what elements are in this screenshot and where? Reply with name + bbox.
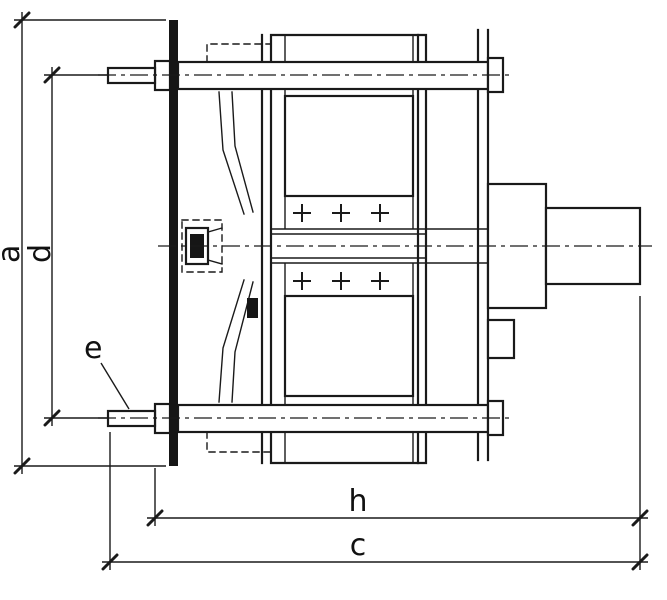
mounting-plate (169, 20, 178, 466)
motor-outline (269, 33, 428, 465)
blade-upper-back (231, 91, 254, 213)
dim-d-ticks (43, 66, 61, 427)
dimension-c: c (101, 432, 649, 571)
shaft (544, 206, 642, 286)
impeller-hidden-top (206, 43, 272, 63)
dim-label-d: d (23, 244, 58, 263)
rotor-shaft-lines (270, 228, 489, 264)
dim-c-ticks (101, 553, 649, 571)
dim-label-h: h (348, 484, 367, 519)
impeller (184, 91, 258, 403)
stator-block-lower (283, 294, 415, 398)
centerlines (98, 74, 652, 419)
leader-line-e (100, 362, 130, 410)
motor-housing (260, 33, 428, 465)
dim-d-extension-lines (44, 74, 108, 419)
dimension-h: h (146, 296, 649, 570)
dim-h-ticks (146, 509, 649, 527)
stator-block-upper (283, 94, 415, 198)
dim-a-extension-lines (14, 19, 166, 467)
dim-label-a: a (0, 245, 27, 263)
rotor-gap-lines (284, 195, 414, 297)
dim-label-c: c (350, 528, 367, 563)
motor-face-fitting (247, 298, 258, 318)
hub-connectors (207, 227, 223, 265)
winding-plus-marks (293, 204, 389, 290)
blade-lower-front (218, 279, 245, 403)
terminal-box (486, 318, 516, 360)
dimension-e: e (84, 331, 130, 410)
blade-upper-front (218, 91, 245, 215)
dimension-d: d (23, 66, 108, 427)
dim-a-ticks (13, 11, 31, 475)
impeller-hidden-bottom (206, 431, 272, 453)
dim-label-e: e (84, 331, 102, 366)
dimension-a: a (0, 11, 166, 475)
